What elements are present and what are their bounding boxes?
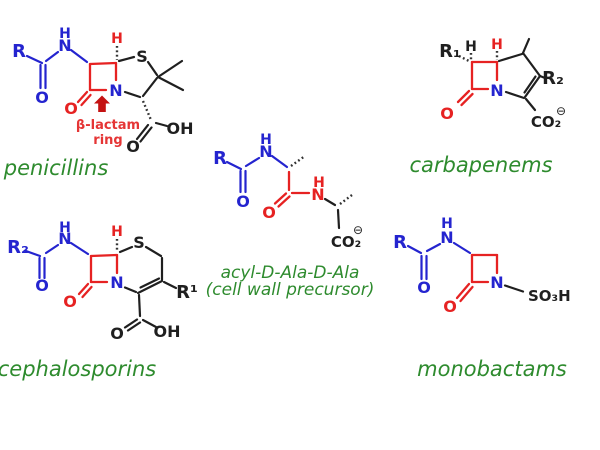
- dipeptide-r-group: R: [213, 148, 227, 169]
- penicillin-r-group: R: [12, 41, 26, 62]
- dipeptide-label-line2: (cell wall precursor): [206, 280, 375, 300]
- cephalosporin-dihydrothiazine-bonds: [115, 239, 178, 332]
- dipeptide-acyl-bonds: [225, 154, 289, 194]
- monobactam-sulfonate: SO₃H: [528, 287, 571, 305]
- penicillin-ring-h: H: [111, 31, 123, 47]
- monobactam-sulfonate-bond: [503, 284, 525, 293]
- penicillin-amide-h: H: [59, 26, 71, 42]
- monobactam-structure: R H N O N O SO₃H monobactams: [393, 216, 571, 381]
- carbapenem-structure: R₁ H H N O R₂ CO₂ ⊖ carbapenems: [409, 37, 566, 177]
- penicillin-structure: R H N O H S N O O OH β-lactam ring penic…: [3, 26, 194, 180]
- monobactam-lactam-o: O: [443, 297, 457, 316]
- monobactam-r-group: R: [393, 232, 407, 253]
- dipeptide-scissile-amide-bonds: [273, 155, 311, 208]
- cephalosporin-ring-n: N: [110, 273, 123, 292]
- carbapenem-r2-group: R₂: [542, 68, 564, 89]
- dipeptide-terminal-ala-bonds: [323, 194, 353, 230]
- carbapenem-pyrroline-bonds: [497, 37, 547, 112]
- monobactam-amide-bonds: [406, 241, 472, 281]
- penicillins-label: penicillins: [3, 156, 109, 180]
- penicillin-amide-bonds: [25, 48, 89, 90]
- beta-lactam-arrow-icon: [94, 95, 110, 112]
- monobactam-amide-n: N: [440, 228, 453, 247]
- dipeptide-structure: R H N O H N O CO₂ ⊖ acyl-D-Ala-D-Ala (ce…: [206, 132, 375, 300]
- penicillin-amide-n: N: [58, 36, 71, 55]
- cephalosporin-r1-group: R¹: [176, 282, 198, 303]
- penicillin-beta-lactam-ring: [76, 61, 118, 107]
- dipeptide-amide1-h: H: [260, 132, 272, 148]
- dipeptide-label-line1: acyl-D-Ala-D-Ala: [221, 263, 360, 283]
- monobactam-amide-o: O: [417, 278, 431, 297]
- carbapenem-c6-h: H: [465, 39, 477, 55]
- carbapenem-r1-group: R₁: [439, 41, 461, 62]
- beta-lactam-annotation-line2: ring: [93, 133, 122, 148]
- cephalosporin-amide-h: H: [59, 220, 71, 236]
- dipeptide-amide2-o: O: [262, 203, 276, 222]
- cephalosporin-acid-o: O: [110, 324, 124, 343]
- cephalosporin-structure: R₂ H N O H S N O R¹ O OH cephalosporins: [0, 220, 198, 381]
- cephalosporin-ring-h: H: [111, 224, 123, 240]
- carbapenem-ring-n: N: [490, 81, 503, 100]
- cephalosporin-amide-bonds: [24, 241, 90, 280]
- dipeptide-amide1-o: O: [236, 192, 250, 211]
- cephalosporin-amide-o: O: [35, 276, 49, 295]
- penicillin-ring-n: N: [109, 81, 122, 100]
- monobactam-beta-lactam-ring: [455, 253, 499, 303]
- carbapenem-negative-charge: ⊖: [556, 104, 566, 118]
- carbapenem-stereo-bonds: [458, 51, 499, 63]
- cephalosporin-acid-oh: OH: [154, 322, 181, 341]
- cephalosporin-beta-lactam-ring: [77, 253, 119, 299]
- carbapenem-ring-h: H: [491, 37, 503, 53]
- carbapenem-carboxylate: CO₂: [531, 113, 561, 131]
- dipeptide-amide2-n: N: [311, 185, 324, 204]
- penicillin-acid-oh: OH: [167, 119, 194, 138]
- penicillin-lactam-o: O: [64, 99, 78, 118]
- penicillin-thiazolidine-bonds: [115, 46, 185, 143]
- dipeptide-negative-charge: ⊖: [353, 223, 363, 237]
- monobactams-label: monobactams: [417, 357, 567, 381]
- dipeptide-carboxylate: CO₂: [331, 233, 361, 251]
- cephalosporin-sulfur: S: [133, 233, 145, 252]
- penicillin-acid-o: O: [126, 137, 140, 156]
- cephalosporin-amide-n: N: [58, 229, 71, 248]
- dipeptide-amide2-h: H: [313, 175, 325, 191]
- cephalosporins-label: cephalosporins: [0, 357, 156, 381]
- carbapenem-lactam-o: O: [440, 104, 454, 123]
- cephalosporin-r2-group: R₂: [7, 237, 29, 258]
- penicillin-sulfur: S: [136, 47, 148, 66]
- dipeptide-amide1-n: N: [259, 142, 272, 161]
- monobactam-amide-h: H: [441, 216, 453, 232]
- cephalosporin-lactam-o: O: [63, 292, 77, 311]
- beta-lactam-annotation-line1: β-lactam: [76, 118, 140, 133]
- monobactam-ring-n: N: [490, 273, 503, 292]
- carbapenem-beta-lactam-ring: [456, 60, 499, 107]
- carbapenems-label: carbapenems: [409, 153, 552, 177]
- penicillin-amide-o: O: [35, 88, 49, 107]
